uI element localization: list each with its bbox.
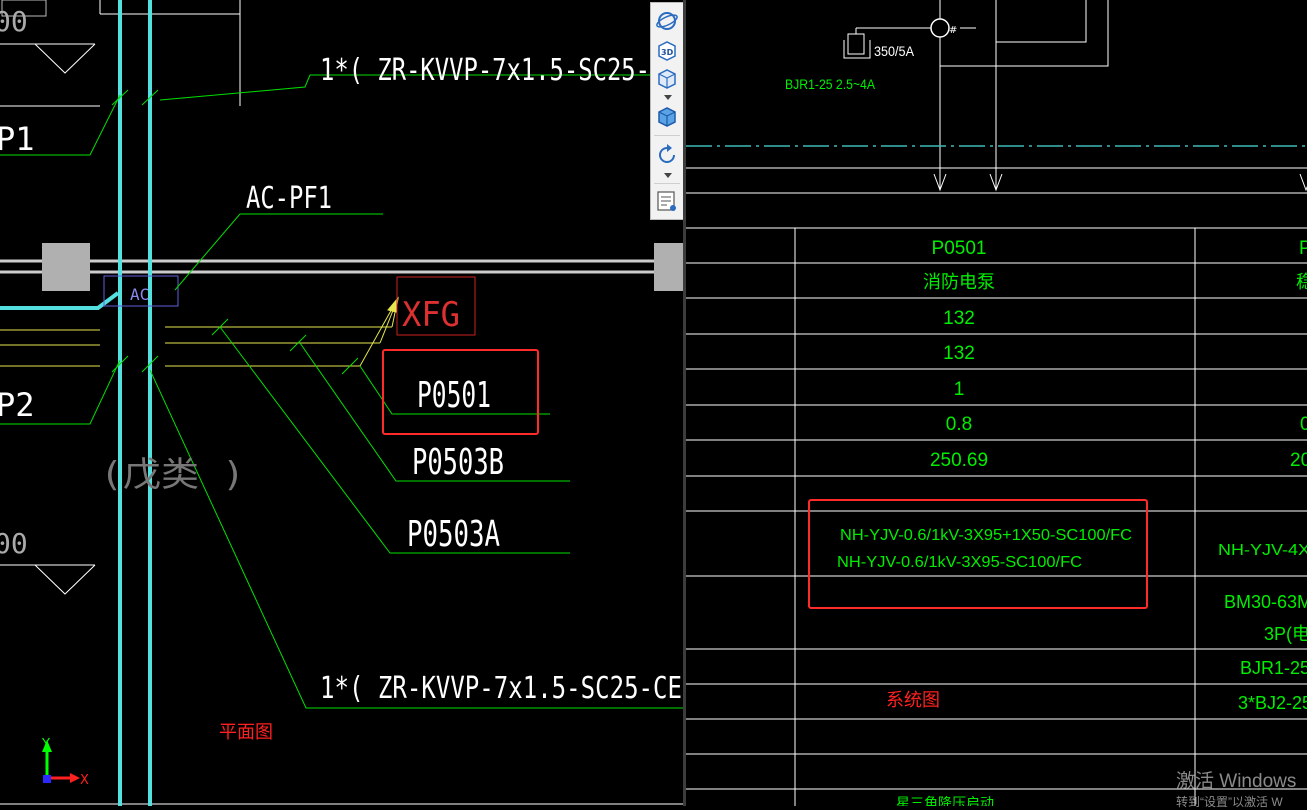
toolbar-separator [654, 135, 680, 136]
cable-label-top: 1*( ZR-KVVP-7x1.5-SC25- [320, 53, 650, 88]
chevron-down-icon[interactable] [664, 95, 672, 100]
label-ac-pf1: AC-PF1 [246, 181, 332, 216]
ac-box [103, 275, 179, 307]
viewport-divider[interactable] [683, 0, 686, 806]
cell-v5-2: 20 [1290, 450, 1307, 471]
ucs-axis-icon: Y X [41, 737, 89, 788]
axis-x-label: X [80, 773, 89, 788]
caption-system: 系统图 [886, 690, 940, 710]
cell-bottom: 星三角降压启动 [896, 795, 994, 806]
cell-breaker-2: BM30-63M [1224, 592, 1307, 612]
cell-v3: 1 [954, 379, 965, 400]
plan-drawing: 1*( ZR-KVVP-7x1.5-SC25- P1 AC-PF1 AC XFG… [0, 0, 683, 806]
schedule-table-grid [686, 227, 1307, 806]
riser-cyan [0, 0, 152, 806]
shaded-box-icon[interactable] [655, 105, 679, 129]
axis-y-label: Y [41, 737, 50, 752]
label-00-top: 00 [0, 5, 28, 38]
schedule-column-p0501: P0501 消防电泵 132 132 1 0.8 250.69 NH-YJV-0… [837, 238, 1132, 806]
cell-v5: 250.69 [930, 450, 988, 471]
highlight-box-system [808, 499, 1148, 609]
cell-code: P0501 [932, 238, 987, 259]
hash-mark: # [949, 25, 957, 36]
view-3d-icon[interactable]: 3D [655, 39, 679, 63]
cell-v2: 132 [943, 343, 975, 364]
chevron-down-icon[interactable] [664, 173, 672, 178]
cell-relay-2: BJR1-25 [1240, 658, 1307, 678]
cell-v1: 132 [943, 308, 975, 329]
cable-label-bottom: 1*( ZR-KVVP-7x1.5-SC25-CE [320, 671, 682, 706]
system-viewport[interactable]: # 350/5A BJR1-25 2.5~4A P0501 [686, 0, 1307, 806]
label-p0501: P0501 [417, 375, 491, 416]
column-block-left [42, 243, 90, 291]
cell-v4-2: 0 [1300, 414, 1307, 435]
relay-label: BJR1-25 2.5~4A [785, 76, 876, 92]
label-p2: P2 [0, 386, 35, 424]
cell-name-2: 稳 [1296, 272, 1307, 292]
label-bracket: (戊类 ) [100, 455, 245, 495]
activation-watermark: 激活 Windows [1176, 771, 1297, 792]
orbit-icon[interactable] [655, 9, 679, 33]
column-block-right [654, 243, 683, 291]
circuit-lines [686, 0, 1307, 194]
activation-watermark-sub: 转到“设置”以激活 W [1176, 795, 1283, 809]
navigation-toolbar: 3D [650, 2, 684, 220]
view-3d-label: 3D [661, 48, 674, 57]
ct-label: 350/5A [874, 43, 915, 59]
cell-contactor-2: 3*BJ2-25 [1238, 693, 1307, 713]
label-p1: P1 [0, 120, 35, 158]
plan-viewport[interactable]: 1*( ZR-KVVP-7x1.5-SC25- P1 AC-PF1 AC XFG… [0, 0, 683, 806]
view-list-icon[interactable] [655, 189, 679, 213]
cell-cable2: NH-YJV-0.6/1kV-3X95-SC100/FC [837, 554, 1082, 571]
cell-code-2: P0 [1299, 238, 1307, 259]
caption-plan: 平面图 [219, 722, 273, 742]
cell-cable1-2: NH-YJV-4X [1218, 542, 1307, 559]
beam-lines [0, 259, 683, 274]
rotate-icon[interactable] [655, 143, 679, 167]
toolbar-separator [654, 183, 680, 184]
label-xfg: XFG [402, 295, 460, 335]
label-p0503b: P0503B [412, 442, 504, 483]
xfg-box [396, 276, 476, 336]
fixture-icon [1, 0, 47, 17]
cable-run-yellow [0, 296, 399, 367]
label-00-bottom: 00 [0, 527, 28, 560]
highlight-box-plan [382, 349, 539, 435]
cell-name: 消防电泵 [923, 272, 995, 292]
cell-poles-2: 3P(电 [1264, 624, 1307, 644]
cell-cable1: NH-YJV-0.6/1kV-3X95+1X50-SC100/FC [840, 527, 1132, 544]
meter-icon [930, 18, 950, 38]
view-cube-icon[interactable] [655, 67, 679, 91]
system-drawing: # 350/5A BJR1-25 2.5~4A P0501 [686, 0, 1307, 806]
label-p0503a: P0503A [407, 514, 500, 555]
plan-frame [0, 0, 683, 805]
leader-lines [0, 74, 683, 709]
cell-v4: 0.8 [946, 414, 972, 435]
schedule-column-second: P0 稳 0 20 NH-YJV-4X BM30-63M 3P(电 BJR1-2… [1218, 238, 1307, 713]
label-ac: AC [130, 285, 149, 304]
